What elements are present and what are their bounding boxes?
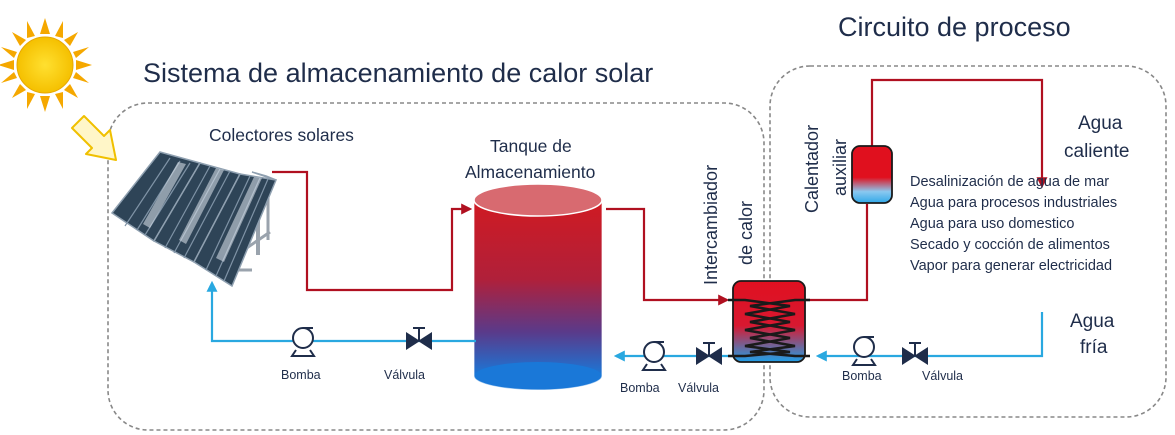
application-item: Agua para procesos industriales: [910, 195, 1117, 211]
main-title: Sistema de almacenamiento de calor solar: [143, 58, 653, 88]
valve-3-icon: [902, 342, 928, 365]
application-item: Desalinización de agua de mar: [910, 174, 1109, 190]
valve-1-label: Válvula: [384, 368, 425, 382]
heat-exchanger: [728, 280, 810, 363]
application-item: Agua para uso domestico: [910, 216, 1074, 232]
collectors-label: Colectores solares: [209, 125, 354, 145]
exchanger-label-line2: de calor: [736, 201, 756, 265]
valve-2-icon: [696, 342, 722, 365]
pump-3-label: Bomba: [842, 369, 882, 383]
application-item: Vapor para generar electricidad: [910, 258, 1112, 274]
hot-water-label-line1: Agua: [1078, 113, 1123, 134]
pump-2-icon: [641, 341, 667, 371]
application-item: Secado y cocción de alimentos: [910, 237, 1110, 253]
cold-water-label-line1: Agua: [1070, 311, 1115, 332]
storage-system-boundary: [107, 102, 765, 431]
exchanger-label: Intercambiador de calor: [701, 165, 756, 285]
valve-2-label: Válvula: [678, 381, 719, 395]
hot-water-pipes: [272, 78, 1048, 306]
tank-label-line2: Almacenamiento: [465, 162, 595, 182]
valve-1-icon: [406, 327, 432, 350]
applications-list: Desalinización de agua de mar Agua para …: [910, 174, 1117, 274]
cold-water-label-line2: fría: [1080, 337, 1108, 358]
cold-water-pipes: [206, 280, 1044, 362]
heater-label-line2: auxiliar: [830, 139, 850, 196]
solar-collectors: [110, 151, 278, 288]
pump-2-label: Bomba: [620, 381, 660, 395]
valve-3-label: Válvula: [922, 369, 963, 383]
storage-tank: [473, 183, 603, 391]
process-circuit-boundary: [769, 65, 1167, 418]
tank-label-line1: Tanque de: [490, 136, 572, 156]
auxiliary-heater: [851, 145, 893, 204]
pump-1-icon: [290, 327, 316, 357]
sunlight-arrow-icon: [71, 115, 117, 161]
exchanger-label-line1: Intercambiador: [701, 165, 721, 285]
pump-1-label: Bomba: [281, 368, 321, 382]
sun-icon: [0, 18, 92, 112]
pump-3-icon: [851, 336, 877, 366]
hot-water-label-line2: caliente: [1064, 141, 1130, 162]
heater-label-line1: Calentador: [802, 125, 822, 213]
process-title: Circuito de proceso: [838, 12, 1071, 42]
